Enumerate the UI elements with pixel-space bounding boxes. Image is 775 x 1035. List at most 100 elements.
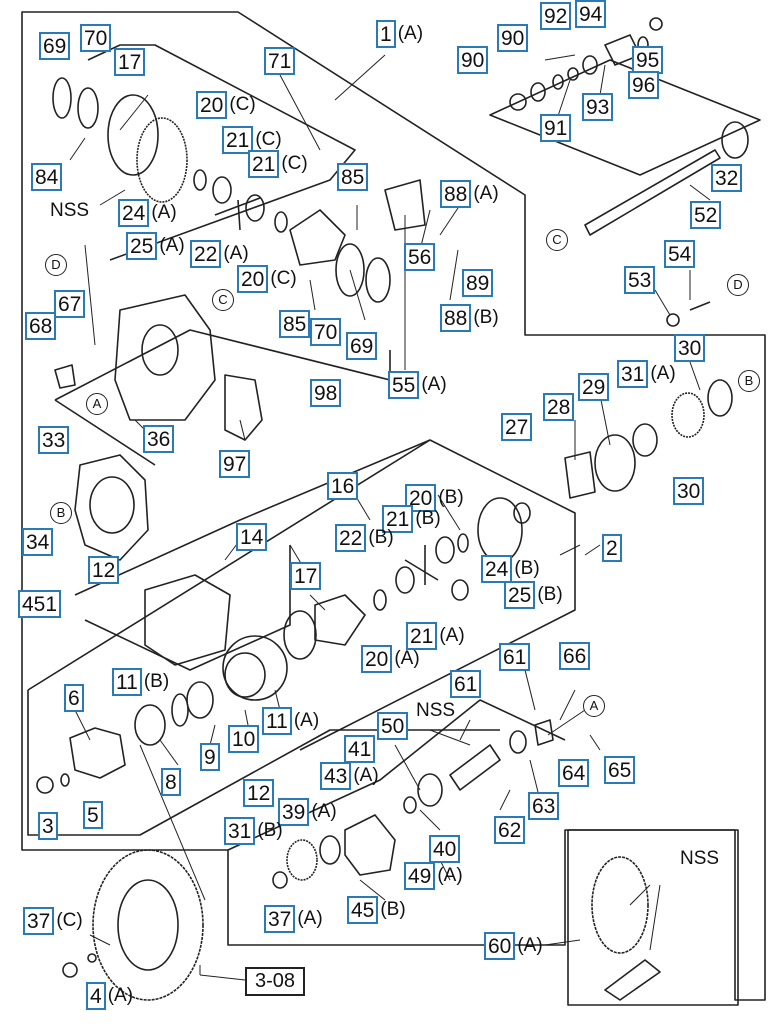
callout-variant: (A)	[159, 235, 185, 256]
retainer-28	[564, 451, 596, 499]
callout-97: 97	[219, 450, 251, 478]
callout-93: 93	[582, 93, 614, 121]
callout-85: 85	[279, 310, 311, 338]
callout-27: 27	[501, 413, 533, 441]
callout-49-a: 49(A)	[404, 862, 463, 890]
callout-53: 53	[624, 266, 656, 294]
callout-20-c: 20(C)	[196, 91, 256, 119]
callout-67: 67	[54, 290, 86, 318]
callout-30: 30	[673, 477, 705, 505]
callout-variant: (A)	[353, 765, 379, 786]
washer-20a	[373, 589, 387, 611]
callout-29: 29	[578, 373, 610, 401]
callout-number: 53	[624, 266, 656, 294]
bearing-30b	[632, 423, 658, 457]
callout-number: 61	[499, 643, 531, 671]
cross-shaft	[214, 197, 261, 231]
connector-ref-d: D	[727, 274, 749, 296]
ring-gear-nss	[136, 117, 188, 203]
gear-31a	[671, 392, 705, 438]
callout-number: 20	[237, 265, 269, 293]
callout-61: 61	[450, 670, 482, 698]
callout-number: 56	[404, 243, 436, 271]
bolt-54	[689, 301, 711, 311]
callout-number: 39	[278, 798, 310, 826]
washer-41	[403, 796, 417, 814]
rear-cover-bore	[89, 476, 135, 534]
ring-gear-large	[92, 849, 204, 1001]
callout-number: 90	[457, 46, 489, 74]
callout-90: 90	[497, 24, 529, 52]
callout-number: 21	[382, 505, 414, 533]
callout-number: 22	[190, 240, 222, 268]
callout-88-b: 88(B)	[440, 304, 499, 332]
ring-92	[567, 67, 579, 81]
ring-91	[552, 74, 564, 90]
callout-number: 20	[361, 645, 393, 673]
callout-number: 4	[86, 982, 106, 1010]
spacer-66	[534, 719, 554, 746]
callout-5: 5	[83, 801, 103, 829]
callout-69: 69	[346, 332, 378, 360]
callout-8: 8	[161, 768, 181, 796]
callout-20-a: 20(A)	[361, 645, 420, 673]
callout-50: 50	[377, 712, 409, 740]
gear-31b	[286, 839, 318, 881]
retainer-49a	[344, 814, 396, 876]
callout-variant: (C)	[255, 129, 282, 150]
callout-variant: (C)	[229, 94, 256, 115]
inset-pinion	[604, 959, 661, 1001]
nut-37a	[272, 871, 288, 889]
callout-34: 34	[22, 528, 54, 556]
nut-3	[36, 776, 54, 794]
callout-number: 24	[481, 555, 513, 583]
callout-96: 96	[628, 71, 660, 99]
callout-variant: (A)	[394, 648, 420, 669]
callout-variant: (B)	[473, 307, 499, 328]
bracket-67	[54, 364, 76, 389]
cross-22b	[404, 545, 439, 585]
front-group-frame	[87, 44, 356, 261]
callout-variant: (A)	[439, 625, 465, 646]
callout-84: 84	[31, 163, 63, 191]
callout-variant: (C)	[281, 153, 308, 174]
callout-92: 92	[540, 2, 572, 30]
callout-85: 85	[337, 163, 369, 191]
bearing-39a	[319, 835, 341, 865]
callout-91: 91	[540, 114, 572, 142]
callout-3: 3	[38, 812, 58, 840]
callout-number: 27	[501, 413, 533, 441]
nss-label: NSS	[50, 200, 90, 221]
ring-gear-hub	[117, 879, 179, 971]
callout-451: 451	[18, 590, 62, 618]
input-shaft-52	[584, 149, 721, 236]
callout-89: 89	[462, 269, 494, 297]
callout-variant: (C)	[270, 268, 297, 289]
case-11a-inner	[224, 652, 266, 698]
callout-number: 93	[582, 93, 614, 121]
callout-number: 89	[462, 269, 494, 297]
seal-90b	[530, 82, 546, 102]
inset-ring-gear	[591, 856, 649, 954]
callout-32: 32	[711, 164, 743, 192]
callout-68: 68	[25, 312, 57, 340]
callout-number: 85	[337, 163, 369, 191]
callout-number: 37	[264, 905, 296, 933]
callout-number: 52	[690, 201, 722, 229]
connector-ref-b: B	[50, 502, 72, 524]
callout-number: 49	[404, 862, 436, 890]
callout-number: 96	[628, 71, 660, 99]
connector-ref-b: B	[738, 370, 760, 392]
callout-21-a: 21(A)	[406, 622, 465, 650]
callout-number: 88	[440, 304, 472, 332]
nss-inset-box	[567, 829, 739, 1006]
seal-69	[52, 77, 72, 119]
case-11b	[144, 574, 231, 666]
callout-variant: (B)	[143, 671, 170, 692]
callout-6: 6	[64, 684, 84, 712]
callout-number: 84	[31, 163, 63, 191]
callout-number: 28	[543, 393, 575, 421]
nss-label: NSS	[416, 700, 456, 721]
